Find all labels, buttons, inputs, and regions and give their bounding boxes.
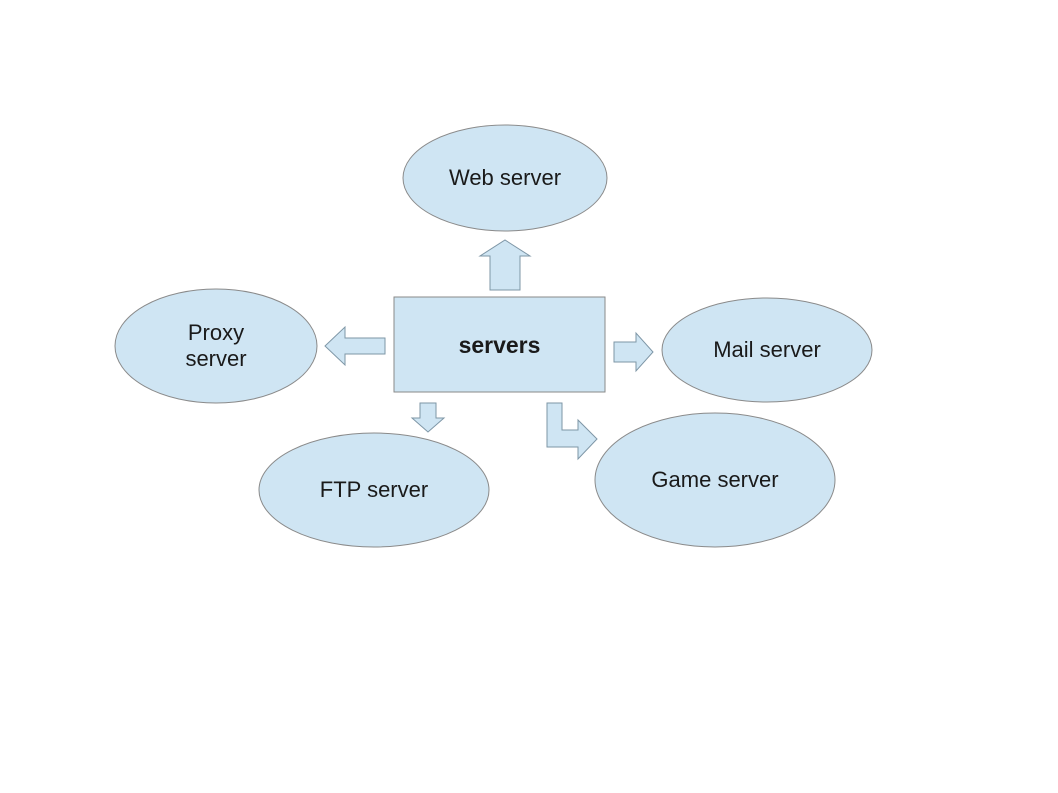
arrow-to-web-server xyxy=(478,239,532,291)
servers-box xyxy=(393,296,606,393)
arrow-to-game-server xyxy=(546,402,598,461)
mail-server-node xyxy=(661,297,873,403)
arrow-to-mail-server xyxy=(613,331,654,373)
proxy-server-node xyxy=(114,288,318,404)
ftp-server-node xyxy=(258,432,490,548)
arrow-to-ftp-server xyxy=(410,402,446,433)
web-server-node xyxy=(402,124,608,232)
game-server-node xyxy=(594,412,836,548)
arrow-to-proxy-server xyxy=(324,325,386,367)
